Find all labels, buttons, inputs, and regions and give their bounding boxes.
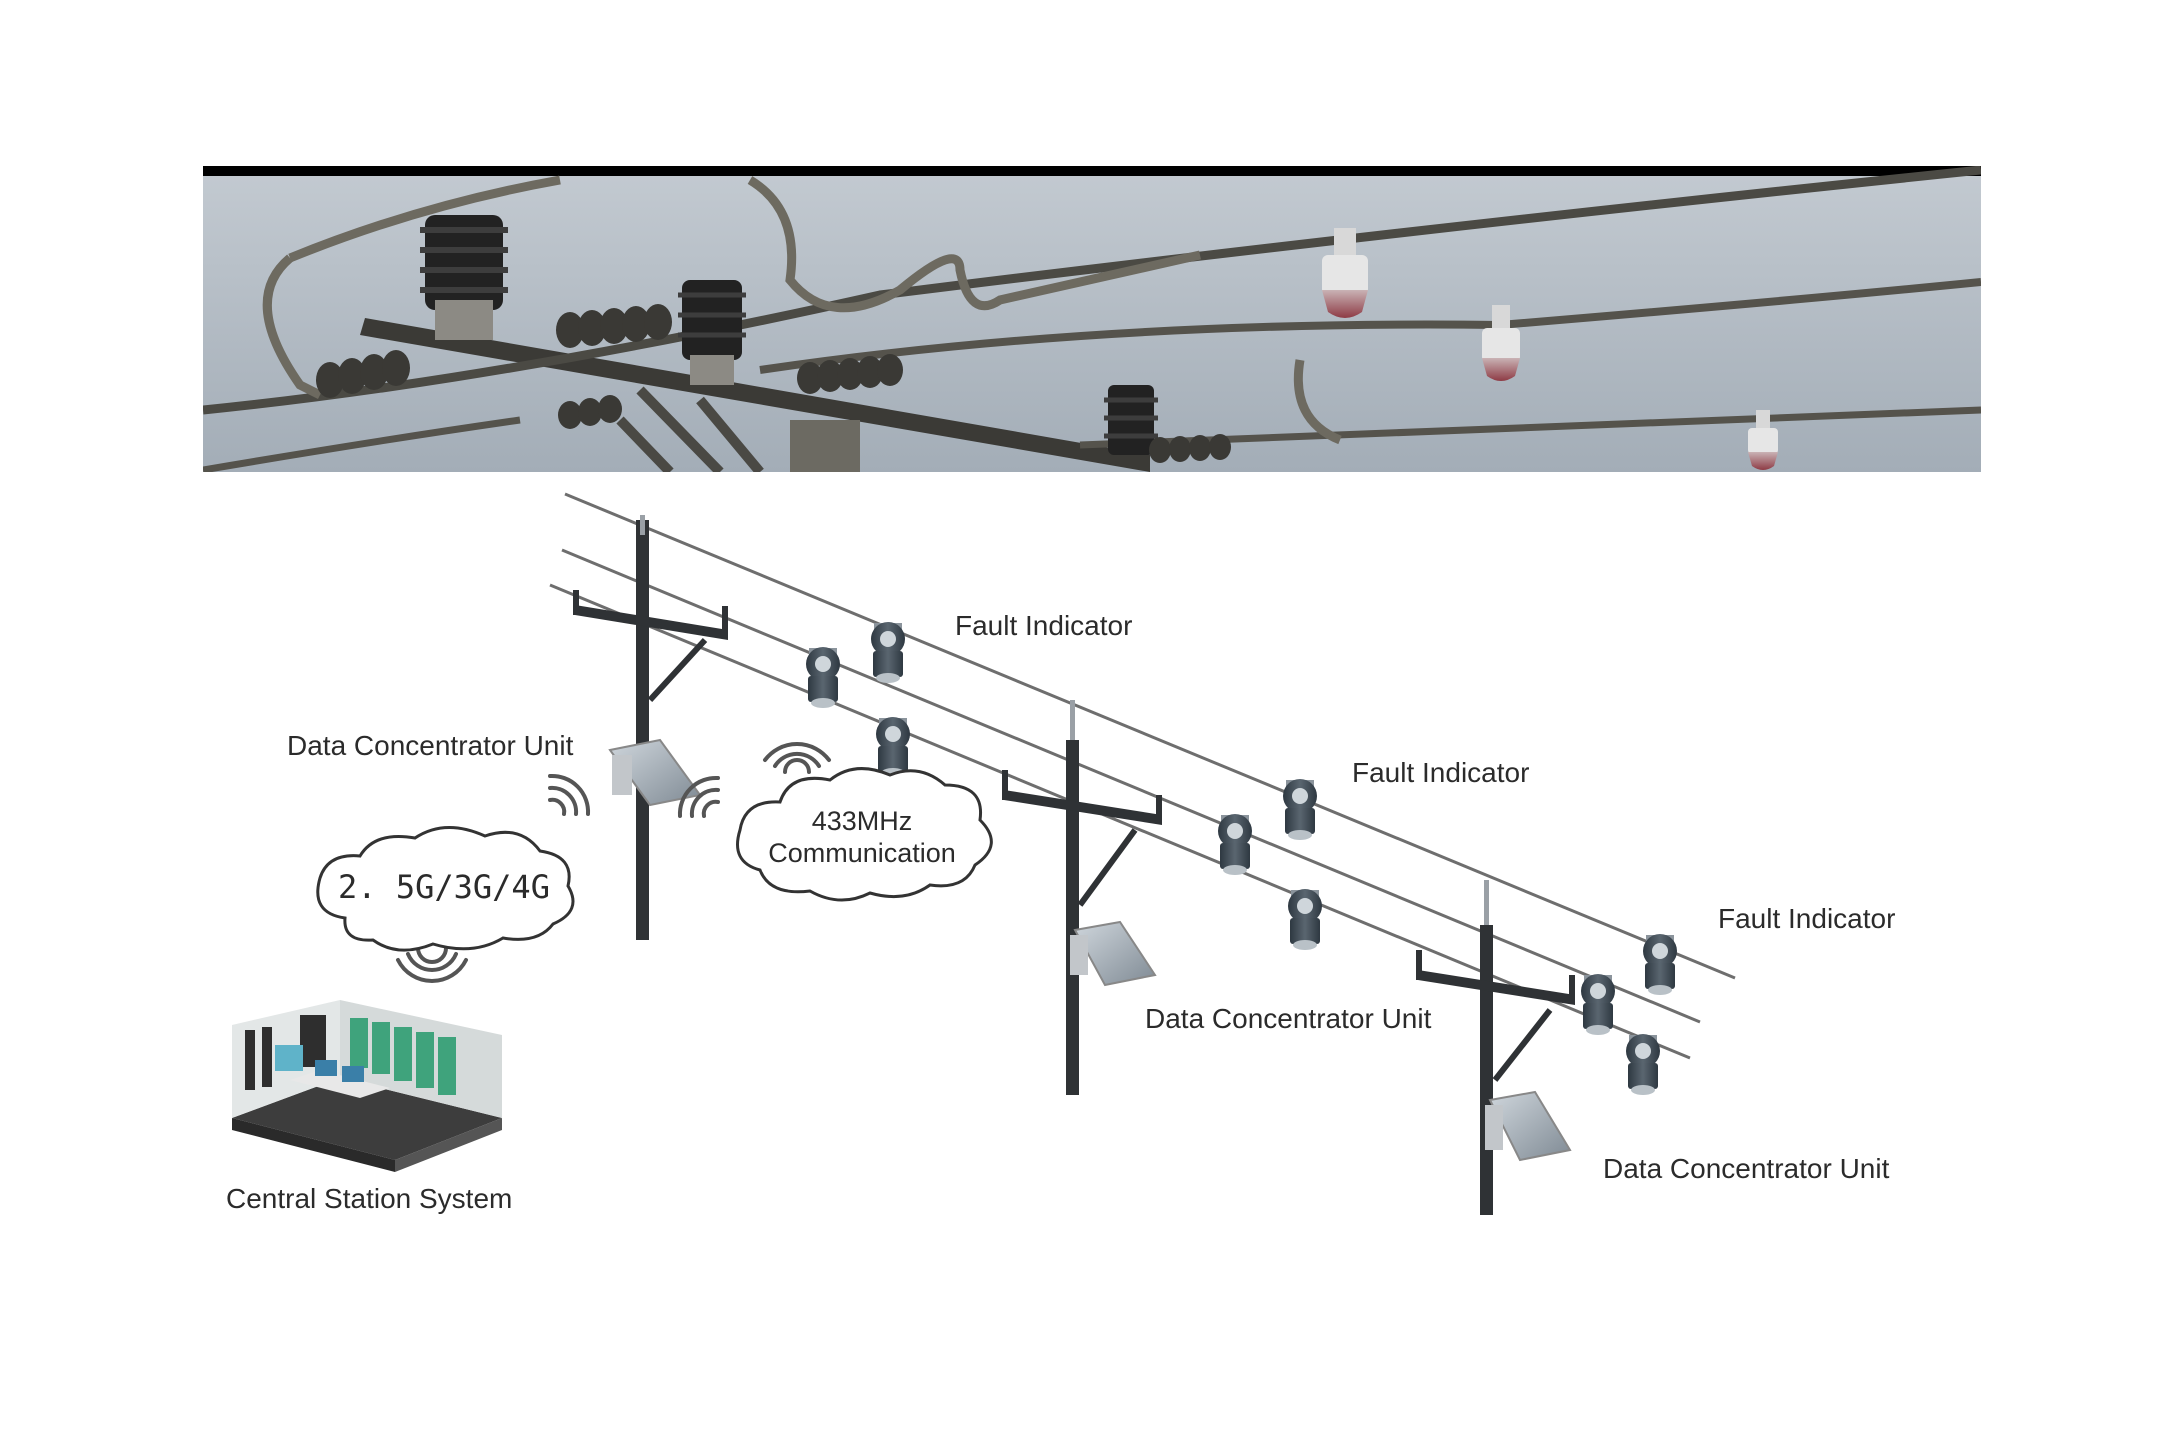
label-dcu-1: Data Concentrator Unit — [287, 730, 574, 761]
solar-panel-icon — [1070, 920, 1157, 987]
fault-indicator-icon — [1581, 974, 1615, 1035]
label-dcu-3: Data Concentrator Unit — [1603, 1153, 1890, 1184]
fault-indicator-icon — [876, 717, 910, 778]
line-fault-indicators — [806, 622, 1677, 1095]
label-central-station: Central Station System — [226, 1183, 512, 1214]
post-insulator-2 — [678, 280, 746, 385]
fault-indicator-icon — [1283, 779, 1317, 840]
pole-icon — [1416, 880, 1575, 1215]
phase-line-a — [564, 492, 1736, 980]
solar-panel-icon — [1485, 1090, 1572, 1162]
fault-indicator-icon — [1482, 305, 1520, 381]
fault-indicator-icon — [1643, 934, 1677, 995]
pole-icon — [573, 515, 728, 940]
cellular-cloud-shape — [316, 826, 575, 952]
post-insulator-1 — [420, 215, 508, 340]
photo-top-border — [203, 166, 1981, 176]
wifi-signal-icon — [396, 946, 468, 983]
fault-indicator-icon — [1626, 1034, 1660, 1095]
phase-line-c — [549, 583, 1691, 1060]
pole-icon — [1002, 700, 1162, 1095]
post-insulator-3 — [1104, 385, 1158, 455]
cloud-icon: 2. 5G/3G/4G — [316, 826, 575, 952]
fault-indicator-icon — [1322, 228, 1368, 318]
control-room-icon — [232, 1000, 502, 1172]
rf-cloud-line2: Communication — [768, 838, 956, 868]
strain-insulators — [316, 304, 1231, 463]
label-fault-indicator-3: Fault Indicator — [1718, 903, 1895, 934]
rf-cloud-line1: 433MHz — [812, 806, 913, 836]
wifi-signal-icon — [763, 742, 831, 774]
fault-indicator-icon — [1288, 889, 1322, 950]
wifi-signal-icon — [548, 773, 591, 816]
fault-indicator-icon — [1748, 410, 1778, 470]
conductor-mid — [759, 278, 1981, 374]
overhead-line-photo — [203, 166, 1981, 472]
cloud-icon: 433MHz Communication — [736, 767, 993, 902]
conductor-top — [203, 166, 1981, 415]
communication-diagram: 433MHz Communication 2. 5G/3G/4G — [226, 492, 1895, 1215]
label-dcu-2: Data Concentrator Unit — [1145, 1003, 1432, 1034]
rf-cloud-shape — [736, 767, 993, 902]
phase-lines — [549, 492, 1736, 1060]
fault-indicator-icon — [806, 647, 840, 708]
fault-indicator-icon — [1218, 814, 1252, 875]
label-fault-indicator-2: Fault Indicator — [1352, 757, 1529, 788]
label-fault-indicator-1: Fault Indicator — [955, 610, 1132, 641]
fault-indicator-icon — [871, 622, 905, 683]
cellular-cloud-text: 2. 5G/3G/4G — [338, 868, 550, 906]
wifi-signal-icon — [677, 775, 720, 818]
phase-line-b — [561, 548, 1701, 1024]
